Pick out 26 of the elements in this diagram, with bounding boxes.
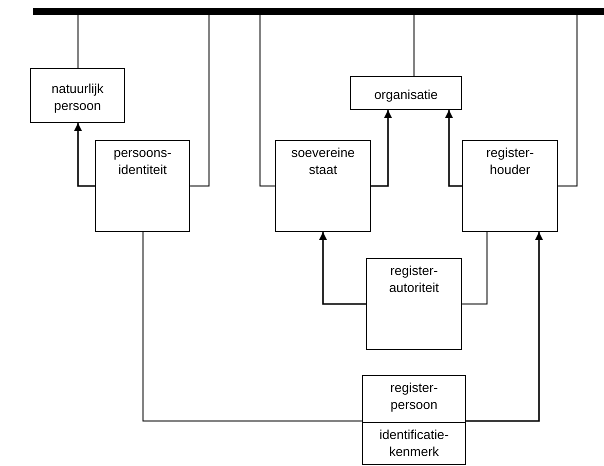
entity-box [275, 140, 371, 232]
entity-name: soevereine staat [290, 144, 356, 178]
entity-name: persoons- identiteit [112, 144, 172, 178]
entity-box [462, 140, 558, 232]
arrow [371, 110, 392, 187]
entity-name: register- autoriteit [388, 262, 440, 296]
entity-box [350, 76, 462, 110]
arrow [466, 232, 543, 422]
entity-box [362, 375, 466, 465]
role-bar [33, 8, 604, 15]
entity-box [30, 68, 125, 123]
entity-name: register- persoon [389, 379, 439, 413]
arrow [445, 110, 462, 187]
entity-name: identificatie- kenmerk [378, 426, 450, 460]
connector-line [462, 232, 488, 304]
arrow [319, 232, 366, 305]
connector-line [558, 14, 578, 186]
entity-name: natuurlijk persoon [50, 80, 105, 114]
entity-box [366, 258, 462, 350]
entity-name: organisatie [373, 86, 439, 103]
connector-line [142, 232, 362, 422]
arrow [74, 123, 95, 187]
connector-line [260, 14, 276, 186]
entity-name: register- houder [485, 144, 535, 178]
entity-box [95, 140, 190, 232]
connector-line [190, 14, 210, 186]
